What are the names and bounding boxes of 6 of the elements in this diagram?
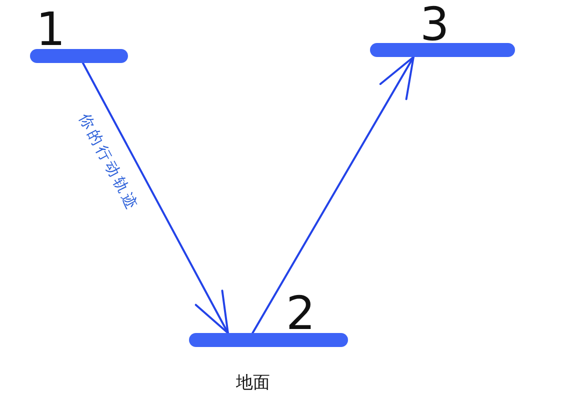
arrow bbox=[252, 56, 414, 334]
arrow bbox=[82, 62, 229, 334]
step-number: 2 bbox=[286, 290, 316, 336]
step-number: 3 bbox=[420, 1, 450, 47]
platform-caption: 地面 bbox=[236, 373, 270, 393]
step-number: 1 bbox=[36, 6, 66, 52]
